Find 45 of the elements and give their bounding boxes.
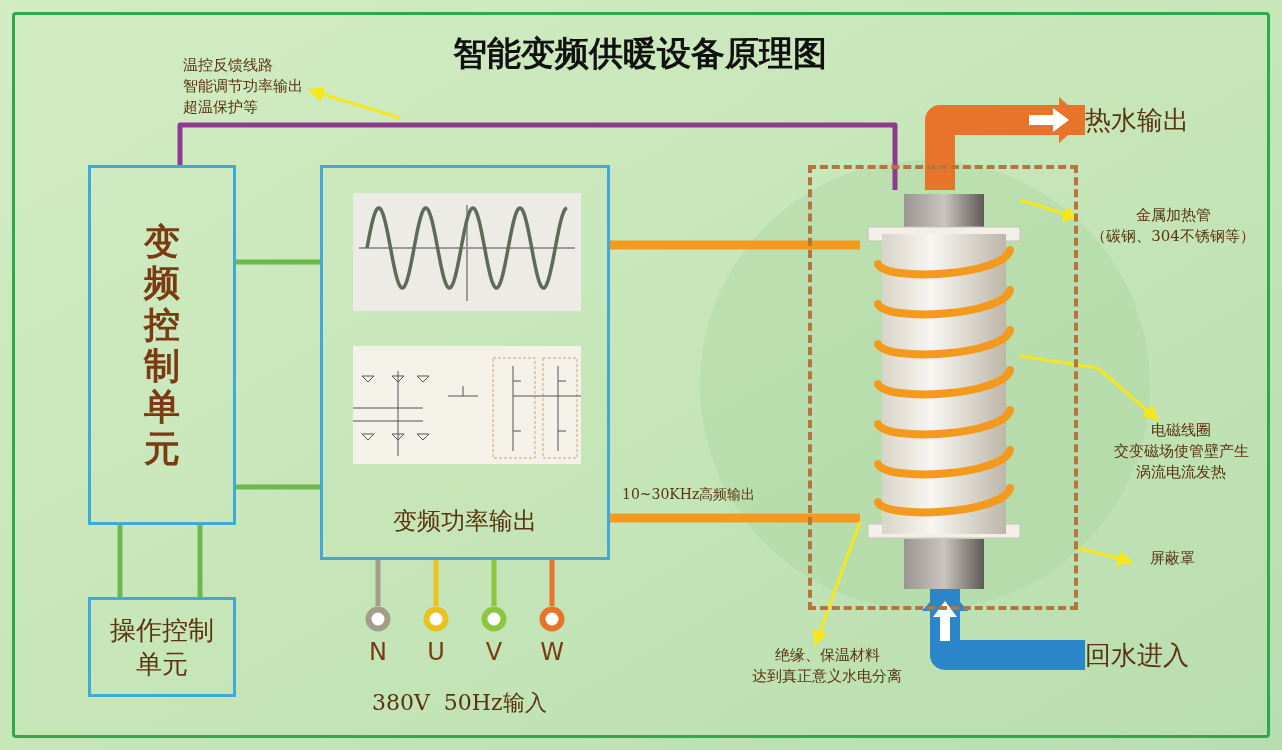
connector-line [433,560,439,606]
callout-line: 金属加热管 [1135,205,1211,226]
terminal-label: V [485,640,503,664]
connector-line [236,484,320,490]
connector-line [117,525,123,597]
callout-line: 超温保护等 [183,97,258,118]
power-line [610,513,860,523]
terminal-label: N [369,640,387,664]
box-title: 变频功率输出 [392,506,538,537]
diagram-title: 智能变频供暖设备原理图 [452,32,828,75]
shield-dashed-box [808,165,1078,610]
circuit-diagram-picture [353,346,581,464]
power-line [610,240,860,250]
terminal-label: W [540,640,564,664]
unit-title: 变频控制单元 [144,220,180,470]
leader-arrow [1077,546,1134,567]
unit-title: 操作控制单元 [109,614,215,681]
control-unit-box [88,165,236,525]
edge-label: 10~30KHz高频输出 [622,485,756,504]
leader-arrow [1019,198,1080,222]
callout-line: 电磁线圈 [1151,420,1211,441]
connector-line [197,525,203,597]
power-output-box [320,165,610,560]
callout-line: 达到真正意义水电分离 [752,666,902,687]
leader-arrow [307,86,401,120]
input-voltage-label: 380V 50Hz输入 [372,689,547,717]
callout-line: 智能调节功率输出 [183,76,303,97]
waveform-picture [353,193,581,311]
leader-arrow [812,521,862,647]
callout-text: 屏蔽罩 [1132,548,1212,576]
connector-line [236,259,320,265]
connector-line [177,122,898,190]
callout-line: 绝缘、保温材料 [774,645,880,666]
connector-line [375,560,381,606]
callout-line: 温控反馈线路 [183,55,273,76]
operation-unit-box [88,597,236,697]
return-water-label: 回水进入 [1085,635,1215,675]
leader-arrow [1019,354,1159,422]
heating-tube-drawing [864,194,1024,589]
callout-line: 交变磁场使管壁产生涡流电流发热 [1112,441,1250,483]
terminal-label: U [427,640,445,664]
callout-line: （碳钢、304不锈钢等） [1091,226,1255,247]
connector-line [491,560,497,606]
connector-line [549,560,555,606]
hot-water-label: 热水输出 [1085,100,1215,140]
